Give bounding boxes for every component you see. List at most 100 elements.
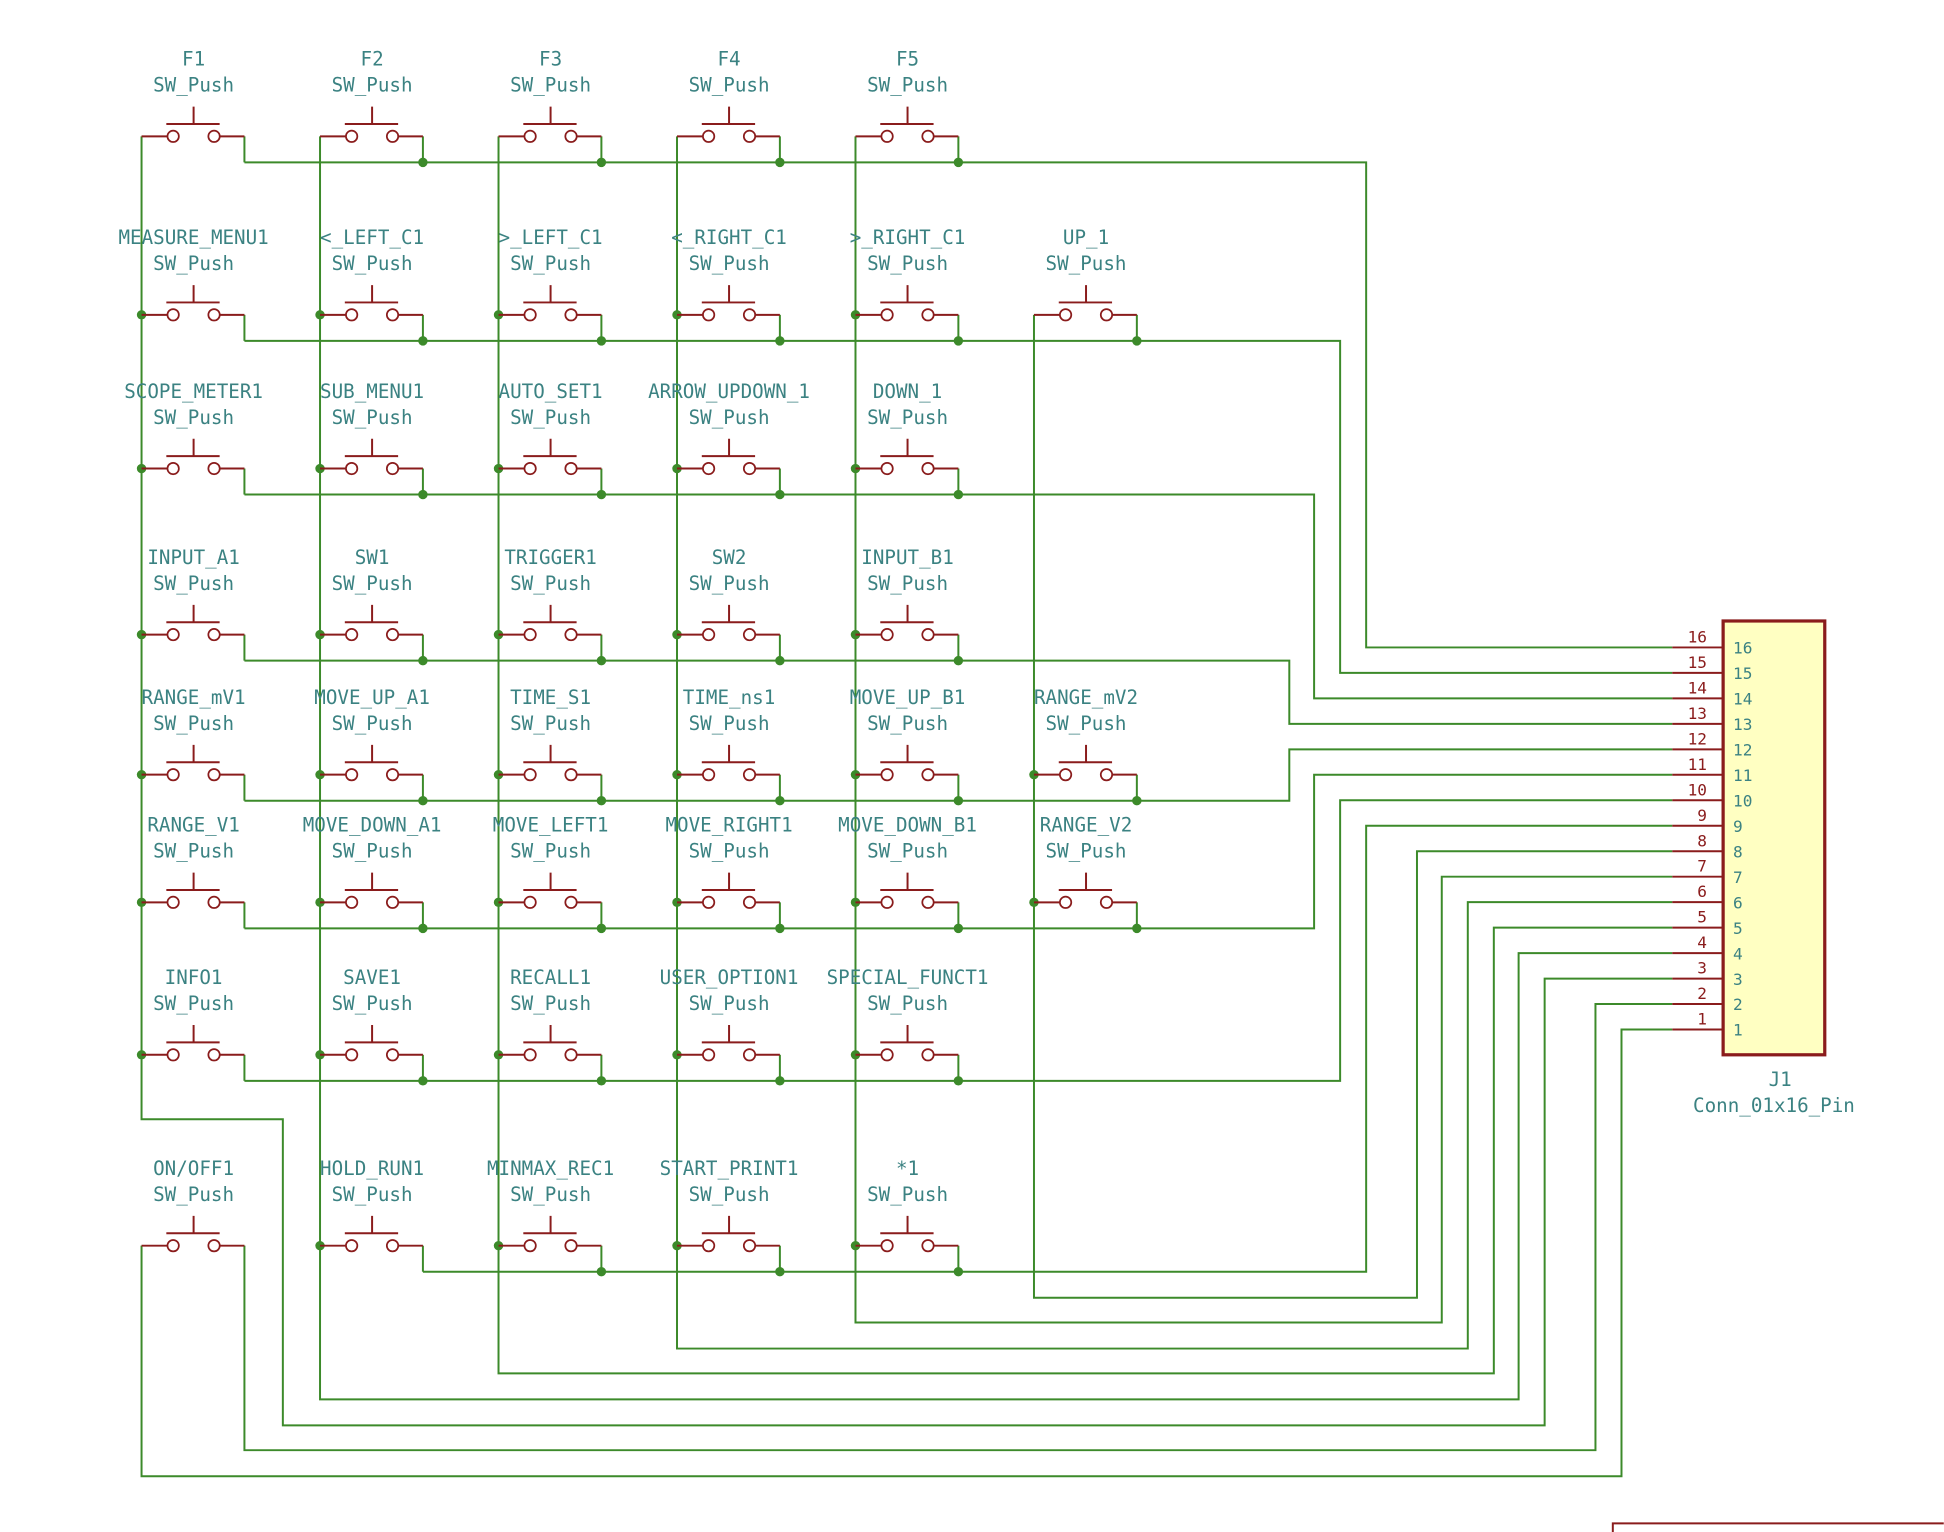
contact-left [880, 628, 894, 642]
switch-ref: <_LEFT_C1 [320, 226, 424, 249]
switch-value: SW_Push [689, 1183, 770, 1206]
switch-value: SW_Push [510, 406, 591, 429]
switch-ref: SW2 [712, 546, 747, 569]
switch-ref: MINMAX_REC1 [487, 1157, 614, 1180]
contact-right [921, 461, 935, 476]
contact-left [345, 1048, 359, 1062]
switch--1[interactable]: *1SW_Push [855, 1157, 959, 1253]
switch-symbol [855, 604, 959, 636]
switch-value: SW_Push [689, 74, 770, 97]
switch-value: SW_Push [689, 252, 770, 275]
switch-symbol [677, 872, 780, 904]
contact-right [1099, 768, 1114, 782]
contact-right [921, 895, 935, 909]
switch-up-1[interactable]: UP_1SW_Push [1033, 226, 1137, 322]
contact-left [345, 461, 359, 476]
switch-ref: F1 [182, 48, 205, 71]
connector-pin-number: 10 [1688, 780, 1707, 799]
switch-value: SW_Push [1046, 840, 1127, 863]
connector-pin-name: 13 [1733, 715, 1752, 734]
contact-left [523, 768, 537, 782]
contact-left [166, 628, 180, 642]
switch-value: SW_Push [510, 572, 591, 595]
switch-value: SW_Push [867, 406, 948, 429]
connector-pin-name: 11 [1733, 766, 1752, 785]
contact-left [880, 308, 894, 322]
switch-symbol [498, 285, 602, 316]
contact-left [166, 1239, 180, 1253]
contact-right [207, 1239, 221, 1253]
switch-matrix: F1SW_PushF2SW_PushF3SW_PushF4SW_PushF5SW… [118, 48, 1138, 1253]
connector-pin-number: 14 [1688, 678, 1707, 697]
switch-value: SW_Push [510, 840, 591, 863]
row-bus-8 [422, 824, 1673, 1273]
connector-pin-name: 3 [1733, 970, 1743, 989]
connector-pin-name: 8 [1733, 842, 1743, 861]
switch-value: SW_Push [153, 252, 234, 275]
switch-ref: RANGE_V2 [1040, 814, 1133, 837]
wires [136, 136, 1673, 1478]
switch-symbol [141, 604, 245, 636]
connector-pin-name: 6 [1733, 893, 1743, 912]
row-bus-3 [244, 493, 1673, 700]
connector-j1[interactable]: 1616151514141313121211111010998877665544… [1672, 619, 1855, 1117]
switch-ref: >_LEFT_C1 [499, 226, 603, 249]
row-bus-4 [244, 659, 1673, 725]
connector-pin-number: 9 [1697, 806, 1707, 825]
switch-value: SW_Push [510, 1183, 591, 1206]
contact-left [880, 768, 894, 782]
switch-down-1[interactable]: DOWN_1SW_Push [855, 380, 959, 476]
contact-left [702, 1239, 716, 1253]
switch-ref: RECALL1 [510, 966, 591, 989]
connector-pin-number: 8 [1697, 831, 1707, 850]
switch-ref: INPUT_B1 [861, 546, 954, 569]
switch-arrow-updown-1[interactable]: ARROW_UPDOWN_1SW_Push [648, 380, 810, 476]
contact-right [742, 129, 757, 143]
junction-dot [136, 1050, 147, 1060]
switch-ref: >_RIGHT_C1 [850, 226, 966, 249]
column-bus-3 [497, 136, 1673, 1375]
contact-right [921, 768, 935, 782]
switch-value: SW_Push [867, 1183, 948, 1206]
switch-ref: MOVE_DOWN_A1 [303, 814, 442, 837]
